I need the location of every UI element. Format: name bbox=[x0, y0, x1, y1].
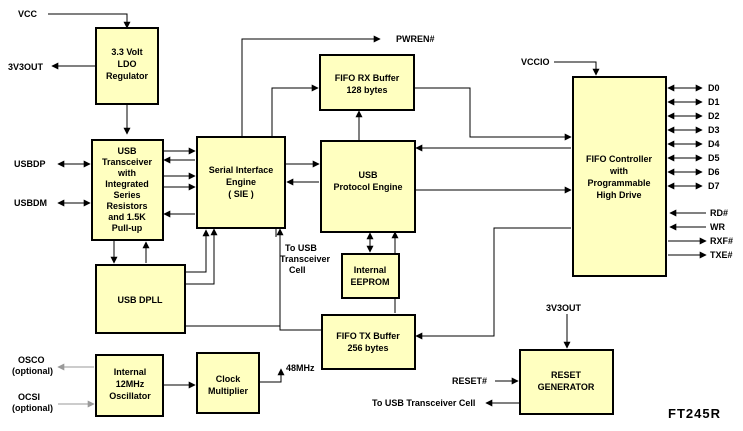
block-eeprom: Internal EEPROM bbox=[341, 253, 400, 299]
block-transceiver-line: Transceiver bbox=[102, 157, 153, 167]
pin-label: D7 bbox=[708, 181, 720, 191]
block-sie-line: Engine bbox=[226, 177, 256, 187]
block-regulator-line: 3.3 Volt bbox=[111, 47, 142, 57]
label-48mhz: 48MHz bbox=[286, 363, 315, 373]
block-protocol-line: USB bbox=[358, 170, 378, 180]
diagram-title: FT245R bbox=[668, 406, 721, 421]
label-to-usb-cell: Transceiver bbox=[280, 254, 331, 264]
block-reset-generator: RESET GENERATOR bbox=[519, 349, 614, 415]
pin-label: D6 bbox=[708, 167, 720, 177]
pin-label: D0 bbox=[708, 83, 720, 93]
block-dpll-line: USB DPLL bbox=[118, 295, 164, 305]
block-oscillator: Internal 12MHz Oscillator bbox=[95, 354, 164, 417]
label-to-usb-cell: To USB bbox=[285, 243, 317, 253]
block-sie-line: Serial Interface bbox=[209, 165, 274, 175]
block-eeprom-line: Internal bbox=[354, 265, 387, 275]
block-controller-line: with bbox=[609, 166, 628, 176]
pin-label: WR bbox=[710, 222, 725, 232]
block-transceiver-line: with bbox=[117, 168, 136, 178]
wires bbox=[48, 13, 707, 408]
block-fifo-rx-line: 128 bytes bbox=[346, 85, 387, 95]
pin-label: RD# bbox=[710, 208, 728, 218]
block-sie-line: ( SIE ) bbox=[228, 189, 254, 199]
block-oscillator-line: Internal bbox=[114, 367, 147, 377]
label-vccio: VCCIO bbox=[521, 57, 550, 67]
block-controller-line: High Drive bbox=[596, 190, 641, 200]
label-ocsi: OCSI bbox=[18, 392, 40, 402]
block-regulator-line: LDO bbox=[118, 59, 137, 69]
pin-label: RXF# bbox=[710, 236, 733, 246]
pin-label: D5 bbox=[708, 153, 720, 163]
block-regulator-line: Regulator bbox=[106, 71, 149, 81]
label-reset-out: To USB Transceiver Cell bbox=[372, 398, 475, 408]
block-usb-dpll: USB DPLL bbox=[95, 264, 186, 334]
block-oscillator-line: Oscillator bbox=[109, 391, 151, 401]
block-clock-line: Multiplier bbox=[208, 386, 248, 396]
block-clock-line: Clock bbox=[216, 374, 242, 384]
block-fifo-controller: FIFO Controller with Programmable High D… bbox=[572, 76, 667, 277]
label-usbdp: USBDP bbox=[14, 159, 46, 169]
block-usb-transceiver: USB Transceiver with Integrated Series R… bbox=[91, 139, 164, 241]
label-usbdm: USBDM bbox=[14, 198, 47, 208]
block-fifo-tx-line: 256 bytes bbox=[347, 343, 388, 353]
block-usb-protocol: USB Protocol Engine bbox=[320, 140, 416, 233]
block-controller-line: FIFO Controller bbox=[586, 154, 652, 164]
block-reset-line: RESET bbox=[551, 370, 582, 380]
block-fifo-rx-line: FIFO RX Buffer bbox=[335, 73, 400, 83]
block-regulator: 3.3 Volt LDO Regulator bbox=[95, 27, 159, 105]
block-fifo-rx: FIFO RX Buffer 128 bytes bbox=[319, 54, 415, 111]
block-fifo-tx-line: FIFO TX Buffer bbox=[336, 331, 400, 341]
block-fifo-tx: FIFO TX Buffer 256 bytes bbox=[321, 314, 416, 370]
block-eeprom-line: EEPROM bbox=[350, 277, 389, 287]
pin-label: TXE# bbox=[710, 250, 733, 260]
label-reset-in: RESET# bbox=[452, 376, 487, 386]
label-osco-optional: (optional) bbox=[12, 366, 53, 376]
pin-label: D3 bbox=[708, 125, 720, 135]
pin-label: D1 bbox=[708, 97, 720, 107]
label-ocsi-optional: (optional) bbox=[12, 403, 53, 413]
pin-label: D4 bbox=[708, 139, 720, 149]
label-vcc: VCC bbox=[18, 9, 38, 19]
label-pwren: PWREN# bbox=[396, 34, 435, 44]
block-transceiver-line: Resistors bbox=[106, 201, 147, 211]
block-protocol-line: Protocol Engine bbox=[333, 182, 402, 192]
block-transceiver-line: Pull-up bbox=[112, 223, 143, 233]
block-transceiver-line: and 1.5K bbox=[108, 212, 146, 222]
label-3v3out-reset: 3V3OUT bbox=[546, 303, 582, 313]
label-3v3out: 3V3OUT bbox=[8, 62, 44, 72]
block-oscillator-line: 12MHz bbox=[116, 379, 145, 389]
block-transceiver-line: Integrated bbox=[105, 179, 149, 189]
label-to-usb-cell: Cell bbox=[289, 265, 306, 275]
block-sie: Serial Interface Engine ( SIE ) bbox=[196, 136, 286, 229]
block-transceiver-line: USB bbox=[117, 146, 137, 156]
block-controller-line: Programmable bbox=[587, 178, 650, 188]
block-reset-line: GENERATOR bbox=[538, 382, 595, 392]
block-clock-multiplier: Clock Multiplier bbox=[196, 352, 260, 414]
signal-labels: VCC 3V3OUT USBDP USBDM PWREN# VCCIO OSCO… bbox=[8, 9, 733, 413]
pin-label: D2 bbox=[708, 111, 720, 121]
block-transceiver-line: Series bbox=[113, 190, 140, 200]
label-osco: OSCO bbox=[18, 355, 45, 365]
